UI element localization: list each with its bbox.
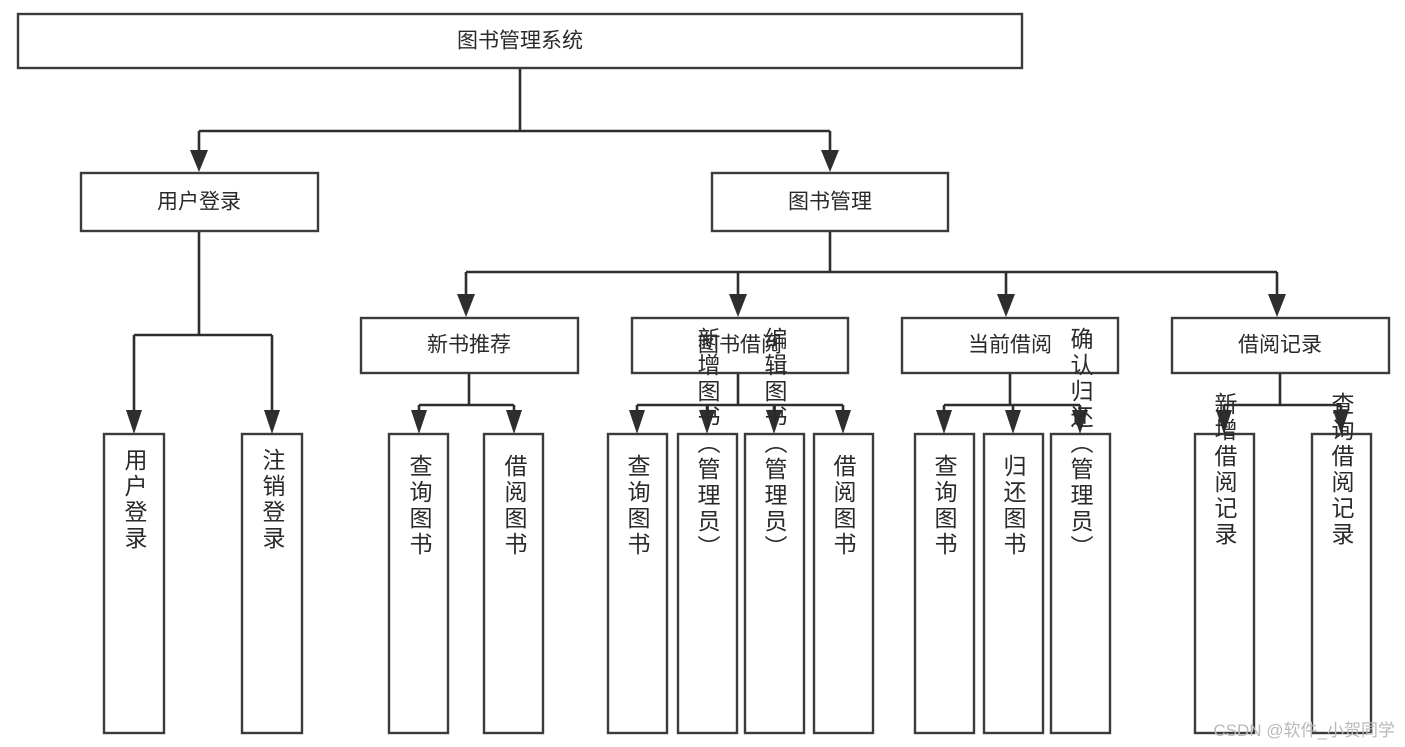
arrow-root-to-user-login bbox=[190, 150, 208, 172]
leaf-logout-login-box[interactable] bbox=[240, 432, 304, 735]
leaf-query-book-2-label: 查询图书 bbox=[624, 454, 651, 558]
arrow-bm-to-borrow-record bbox=[1268, 294, 1286, 317]
leaf-confirm-return-label: 确认归还（管理员） bbox=[1067, 327, 1094, 561]
leaf-user-login[interactable]: 用户登录 bbox=[102, 432, 166, 735]
leaf-confirm-return-box[interactable] bbox=[1049, 432, 1112, 735]
node-current-borrow-box[interactable] bbox=[900, 316, 1120, 375]
node-new-book-recommend[interactable]: 新书推荐 bbox=[359, 316, 580, 375]
node-current-borrow-label: 当前借阅 bbox=[968, 334, 1052, 357]
leaf-edit-book[interactable]: 编辑图书（管理员） bbox=[743, 327, 806, 735]
leaf-query-record-label: 查询借阅记录 bbox=[1328, 392, 1355, 548]
leaf-return-book-box[interactable] bbox=[982, 432, 1045, 735]
leaf-query-book-1-box[interactable] bbox=[387, 432, 450, 735]
node-user-login-box[interactable] bbox=[79, 171, 320, 233]
arrow-bb-leaf-3 bbox=[766, 410, 782, 434]
leaf-query-record[interactable]: 查询借阅记录 bbox=[1310, 392, 1373, 735]
arrow-bb-leaf-4 bbox=[835, 410, 851, 434]
node-borrow-record-box[interactable] bbox=[1170, 316, 1391, 375]
leaf-borrow-book-2-box[interactable] bbox=[812, 432, 875, 735]
arrow-user-login-leaf-1 bbox=[126, 410, 142, 434]
leaf-borrow-book-2-label: 借阅图书 bbox=[830, 454, 857, 558]
leaf-add-book-box[interactable] bbox=[676, 432, 739, 735]
node-root-label: 图书管理系统 bbox=[457, 30, 583, 53]
arrow-br-leaf-1 bbox=[1216, 410, 1232, 434]
node-current-borrow[interactable]: 当前借阅 bbox=[900, 316, 1120, 375]
leaf-query-book-1-label: 查询图书 bbox=[406, 454, 433, 558]
arrow-br-leaf-2 bbox=[1333, 410, 1349, 434]
arrow-bb-leaf-1 bbox=[629, 410, 645, 434]
node-new-book-recommend-label: 新书推荐 bbox=[427, 334, 511, 357]
arrow-bm-to-current-borrow bbox=[997, 294, 1015, 317]
leaf-query-book-3-label: 查询图书 bbox=[931, 454, 958, 558]
arrow-cb-leaf-1 bbox=[936, 410, 952, 434]
leaf-add-record[interactable]: 新增借阅记录 bbox=[1193, 392, 1256, 735]
leaf-return-book-label: 归还图书 bbox=[1000, 454, 1027, 558]
arrow-bb-leaf-2 bbox=[699, 410, 715, 434]
connector-layer bbox=[126, 68, 1349, 434]
leaf-borrow-book-2[interactable]: 借阅图书 bbox=[812, 432, 875, 735]
leaf-borrow-book-1-box[interactable] bbox=[482, 432, 545, 735]
node-book-manage-box[interactable] bbox=[710, 171, 950, 233]
csdn-watermark: CSDN @软件_小贺同学 bbox=[1213, 721, 1395, 740]
node-user-login-label: 用户登录 bbox=[157, 191, 241, 214]
arrow-user-login-leaf-2 bbox=[264, 410, 280, 434]
leaf-query-book-3-box[interactable] bbox=[913, 432, 976, 735]
leaf-confirm-return[interactable]: 确认归还（管理员） bbox=[1049, 327, 1112, 735]
node-book-manage[interactable]: 图书管理 bbox=[710, 171, 950, 233]
node-borrow-record-label: 借阅记录 bbox=[1238, 334, 1322, 357]
node-book-borrow-box[interactable] bbox=[630, 316, 850, 375]
node-root-box[interactable] bbox=[16, 12, 1024, 70]
leaf-add-book[interactable]: 新增图书（管理员） bbox=[676, 327, 739, 735]
arrow-nbr-leaf-2 bbox=[506, 410, 522, 434]
node-user-login[interactable]: 用户登录 bbox=[79, 171, 320, 233]
arrow-root-to-book-manage bbox=[821, 150, 839, 172]
leaf-edit-book-box[interactable] bbox=[743, 432, 806, 735]
leaf-edit-book-label: 编辑图书（管理员） bbox=[761, 327, 788, 561]
leaf-add-book-label: 新增图书（管理员） bbox=[694, 327, 721, 561]
arrow-bm-to-new-book-recommend bbox=[457, 294, 475, 317]
node-borrow-record[interactable]: 借阅记录 bbox=[1170, 316, 1391, 375]
leaf-query-book-2[interactable]: 查询图书 bbox=[606, 432, 669, 735]
node-book-borrow[interactable]: 图书借阅 bbox=[630, 316, 850, 375]
leaf-query-book-3[interactable]: 查询图书 bbox=[913, 432, 976, 735]
arrow-cb-leaf-3 bbox=[1072, 410, 1088, 434]
leaf-return-book[interactable]: 归还图书 bbox=[982, 432, 1045, 735]
leaf-user-login-label: 用户登录 bbox=[121, 448, 148, 552]
leaf-user-login-box[interactable] bbox=[102, 432, 166, 735]
node-root[interactable]: 图书管理系统 bbox=[16, 12, 1024, 70]
leaf-add-record-box[interactable] bbox=[1193, 432, 1256, 735]
arrow-cb-leaf-2 bbox=[1005, 410, 1021, 434]
node-book-borrow-label: 图书借阅 bbox=[698, 334, 782, 357]
node-book-manage-label: 图书管理 bbox=[788, 191, 872, 214]
leaf-query-record-box[interactable] bbox=[1310, 432, 1373, 735]
leaf-logout-login-label: 注销登录 bbox=[259, 448, 286, 552]
leaf-query-book-2-box[interactable] bbox=[606, 432, 669, 735]
arrow-bm-to-book-borrow bbox=[729, 294, 747, 317]
leaf-borrow-book-1[interactable]: 借阅图书 bbox=[482, 432, 545, 735]
leaf-add-record-label: 新增借阅记录 bbox=[1211, 392, 1238, 548]
node-new-book-recommend-box[interactable] bbox=[359, 316, 580, 375]
leaf-query-book-1[interactable]: 查询图书 bbox=[387, 432, 450, 735]
leaf-logout-login[interactable]: 注销登录 bbox=[240, 432, 304, 735]
leaf-borrow-book-1-label: 借阅图书 bbox=[501, 454, 528, 558]
arrow-nbr-leaf-1 bbox=[411, 410, 427, 434]
